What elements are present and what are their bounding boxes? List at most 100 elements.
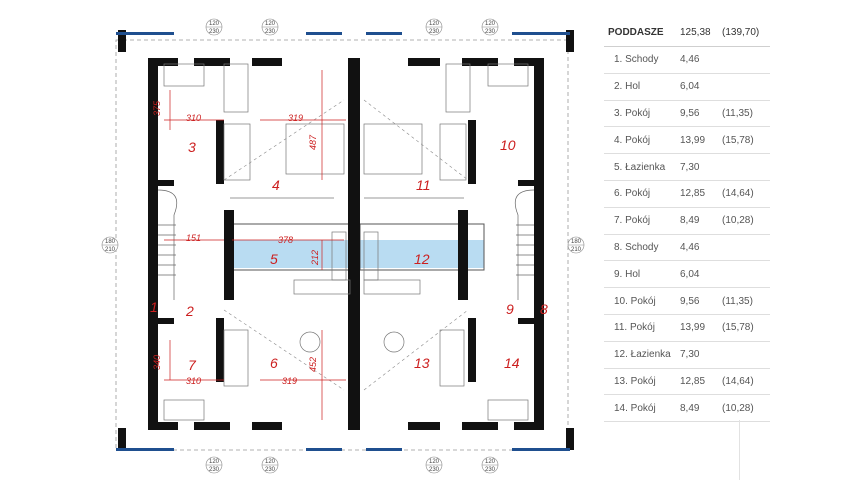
room-number: 10 (500, 137, 516, 153)
room-name: 13. Pokój (614, 375, 656, 387)
window-label-bottom-4: 120 230 (481, 456, 499, 474)
svg-text:120: 120 (485, 21, 496, 27)
room-area: 8,49 (680, 215, 700, 227)
room-number: 9 (506, 301, 514, 317)
area-table-title: PODDASZE (608, 26, 664, 38)
svg-text:210: 210 (571, 247, 582, 253)
area-table-header: PODDASZE 125,38 (139,70) (604, 18, 770, 47)
room-area-alt: (11,35) (722, 107, 753, 119)
room-name: 10. Pokój (614, 295, 656, 307)
svg-text:120: 120 (209, 21, 220, 27)
dimension-labels: 375 310 319 487 151 378 212 340 310 319 … (152, 100, 320, 386)
room-numbers: 1 2 3 4 5 6 7 8 9 10 11 12 13 14 (150, 137, 548, 373)
room-number: 13 (414, 355, 430, 371)
dimension-lines (164, 70, 346, 420)
window-label-left: 180 210 (101, 236, 119, 254)
room-name: 5. Łazienka (614, 161, 666, 173)
room-area: 4,46 (680, 54, 700, 66)
table-row: 4. Pokój 13,99 (15,78) (604, 127, 770, 155)
svg-text:230: 230 (485, 467, 496, 473)
svg-text:230: 230 (485, 29, 496, 35)
room-name: 9. Hol (614, 268, 641, 280)
svg-text:230: 230 (209, 467, 220, 473)
window-label-bottom-2: 120 230 (261, 456, 279, 474)
svg-text:210: 210 (105, 247, 116, 253)
window-label-top-4: 120 230 (481, 18, 499, 36)
room-name: 11. Pokój (614, 322, 655, 334)
table-row: 7. Pokój 8,49 (10,28) (604, 208, 770, 235)
room-number: 8 (540, 301, 548, 317)
svg-text:120: 120 (429, 21, 440, 27)
room-area-alt: (10,28) (722, 215, 754, 227)
left-gutter (0, 0, 64, 480)
room-area-alt: (15,78) (722, 134, 754, 146)
svg-text:120: 120 (265, 21, 276, 27)
dimension-label: 319 (282, 376, 297, 386)
svg-text:180: 180 (105, 239, 116, 245)
dimension-label: 375 (152, 100, 162, 116)
room-area: 7,30 (680, 349, 700, 361)
dimension-label: 340 (152, 355, 162, 370)
dimension-label: 452 (308, 357, 318, 372)
furniture (163, 63, 529, 421)
dimension-label: 310 (186, 376, 201, 386)
slope-lines (223, 99, 469, 391)
room-name: 8. Schody (614, 241, 659, 253)
room-area: 9,56 (680, 295, 700, 307)
room-number: 4 (272, 177, 280, 193)
right-margin (770, 18, 848, 480)
floor-plan: 1 2 3 4 5 6 7 8 9 10 11 12 13 14 375 310… (64, 0, 604, 480)
decorative-divider (739, 420, 740, 480)
window-label-top-3: 120 230 (425, 18, 443, 36)
room-number: 11 (416, 177, 431, 193)
room-area: 4,46 (680, 241, 700, 253)
room-area-alt: (15,78) (722, 322, 754, 334)
svg-text:120: 120 (485, 459, 496, 465)
table-row: 5. Łazienka 7,30 (604, 154, 770, 181)
room-area-alt: (10,28) (722, 402, 754, 414)
room-area: 12,85 (680, 375, 706, 387)
window-label-bottom-3: 120 230 (425, 456, 443, 474)
room-area: 13,99 (680, 134, 706, 146)
room-number: 2 (185, 303, 194, 319)
room-number: 1 (150, 299, 158, 315)
svg-text:180: 180 (571, 239, 582, 245)
svg-text:120: 120 (265, 459, 276, 465)
room-number: 5 (270, 251, 278, 267)
room-name: 14. Pokój (614, 402, 656, 414)
total-area-alt: (139,70) (722, 26, 760, 38)
dimension-label: 487 (308, 134, 318, 150)
room-number: 7 (188, 357, 197, 373)
room-name: 4. Pokój (614, 134, 651, 146)
window-label-bottom-1: 120 230 (205, 456, 223, 474)
table-row: 3. Pokój 9,56 (11,35) (604, 101, 770, 128)
room-number: 12 (414, 251, 430, 267)
floor-plan-drawing: 1 2 3 4 5 6 7 8 9 10 11 12 13 14 375 310… (101, 18, 585, 474)
stairs (157, 189, 535, 300)
room-area-alt: (14,64) (722, 375, 754, 387)
table-row: 2. Hol 6,04 (604, 74, 770, 101)
window-strips (116, 32, 570, 451)
room-name: 3. Pokój (614, 107, 651, 119)
room-area: 9,56 (680, 107, 700, 119)
svg-text:230: 230 (209, 29, 220, 35)
room-number: 14 (504, 355, 520, 371)
svg-text:230: 230 (429, 467, 440, 473)
room-name: 7. Pokój (614, 215, 651, 227)
walls (118, 30, 574, 450)
window-label-right: 180 210 (567, 236, 585, 254)
room-area: 7,30 (680, 161, 700, 173)
room-name: 2. Hol (614, 81, 641, 93)
room-area: 12,85 (680, 188, 706, 200)
svg-text:120: 120 (429, 459, 440, 465)
room-area-alt: (14,64) (722, 188, 754, 200)
total-area: 125,38 (680, 26, 711, 38)
room-area-alt: (11,35) (722, 295, 753, 307)
dimension-label: 378 (278, 235, 293, 245)
room-name: 1. Schody (614, 54, 659, 66)
svg-text:120: 120 (209, 459, 220, 465)
room-area: 6,04 (680, 81, 700, 93)
